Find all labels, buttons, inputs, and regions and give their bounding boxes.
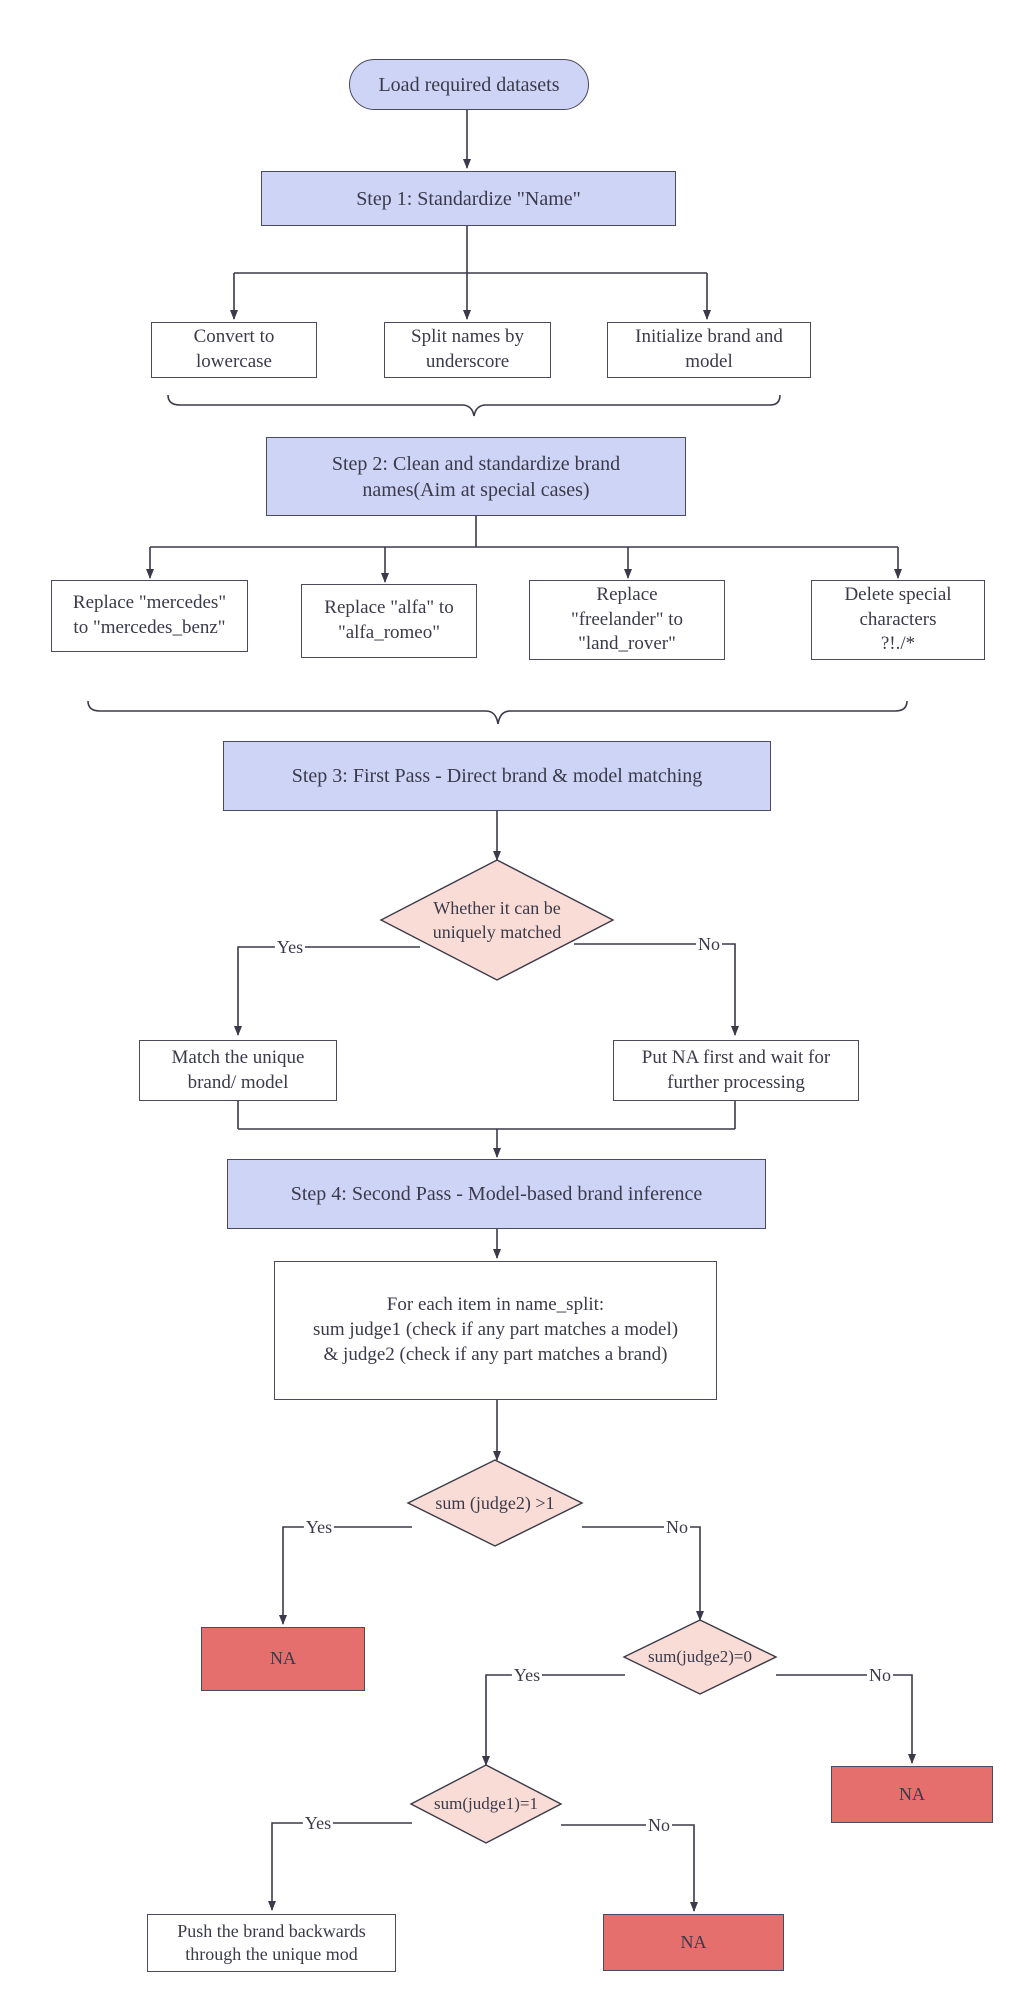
edge-judge1eq1-no [561,1824,698,1912]
edge-label-no: No [664,1517,690,1537]
step4-node: Step 4: Second Pass - Model-based brand … [227,1159,766,1229]
judge2-gt1-question: sum (judge2) >1 [435,1492,555,1513]
edge-unique-no [574,943,739,1036]
split-underscore-node: Split names by underscore [384,322,551,378]
na-node-1: NA [201,1627,365,1691]
start-node: Load required datasets [349,59,589,110]
start-node-label: Load required datasets [378,73,560,96]
edge-label-yes: Yes [511,1665,543,1685]
replace-alfa-label: Replace "alfa" to "alfa_romeo" [324,597,454,643]
na-node-3-label: NA [680,1931,707,1952]
replace-mercedes-label: Replace "mercedes" to "mercedes_benz" [72,592,227,638]
init-brand-model-label: Initialize brand and model [635,326,783,372]
judge2-gt1-diamond [406,1459,584,1547]
edge-judge2gt1-no [582,1526,704,1621]
push-brand-node: Push the brand backwards through the uni… [147,1914,396,1972]
na-node-2: NA [831,1766,993,1823]
put-na-first-node: Put NA first and wait for further proces… [613,1040,859,1101]
replace-freelander-label: Replace "freelander" to "land_rover" [570,583,684,655]
edge-label-yes: Yes [302,1813,334,1833]
brace-step2 [87,700,908,725]
judge1-eq1-diamond [409,1764,563,1844]
convert-lowercase-label: Convert to lowercase [193,326,275,372]
push-brand-label: Push the brand backwards through the uni… [177,1920,366,1964]
judge2-eq0-diamond [622,1619,778,1695]
edge-judge2eq0-no [776,1674,916,1764]
edge-label-no: No [696,934,722,954]
delete-special-label: Delete special characters ?!./* [844,583,952,655]
step3-node: Step 3: First Pass - Direct brand & mode… [223,741,771,811]
edge-label-no: No [867,1665,893,1685]
edge-judge2gt1-yes [279,1526,412,1625]
edge-unique-yes [234,946,420,1036]
convert-lowercase-node: Convert to lowercase [151,322,317,378]
replace-freelander-node: Replace "freelander" to "land_rover" [529,580,725,660]
match-unique-label: Match the unique brand/ model [171,1046,305,1093]
replace-alfa-node: Replace "alfa" to "alfa_romeo" [301,584,477,658]
unique-match-diamond [379,859,615,981]
brace-step1 [167,394,781,417]
edge-judge1eq1-yes [268,1822,412,1911]
step1-node-label: Step 1: Standardize "Name" [356,187,581,210]
edge-label-no: No [646,1815,672,1835]
edge-label-yes: Yes [303,1517,335,1537]
step3-node-label: Step 3: First Pass - Direct brand & mode… [291,765,703,787]
step2-node-label: Step 2: Clean and standardize brand name… [331,452,621,501]
judge1-eq1-question: sum(judge1)=1 [433,1793,539,1813]
unique-match-question: Whether it can be uniquely matched [432,897,562,942]
split-underscore-label: Split names by underscore [411,326,524,372]
init-brand-model-node: Initialize brand and model [607,322,811,378]
na-node-1-label: NA [270,1648,296,1669]
step2-node: Step 2: Clean and standardize brand name… [266,437,686,516]
step4-node-label: Step 4: Second Pass - Model-based brand … [290,1183,703,1205]
for-each-node: For each item in name_split: sum judge1 … [274,1261,717,1400]
delete-special-node: Delete special characters ?!./* [811,580,985,660]
edge-judge2eq0-yes [482,1674,625,1766]
na-node-3: NA [603,1914,784,1971]
for-each-label: For each item in name_split: sum judge1 … [312,1294,679,1365]
judge2-eq0-question: sum(judge2)=0 [647,1646,753,1666]
match-unique-node: Match the unique brand/ model [139,1040,337,1101]
na-node-2-label: NA [899,1783,925,1804]
replace-mercedes-node: Replace "mercedes" to "mercedes_benz" [51,580,248,652]
edge-label-yes: Yes [274,937,306,957]
put-na-first-label: Put NA first and wait for further proces… [641,1046,831,1093]
step1-node: Step 1: Standardize "Name" [261,171,676,226]
